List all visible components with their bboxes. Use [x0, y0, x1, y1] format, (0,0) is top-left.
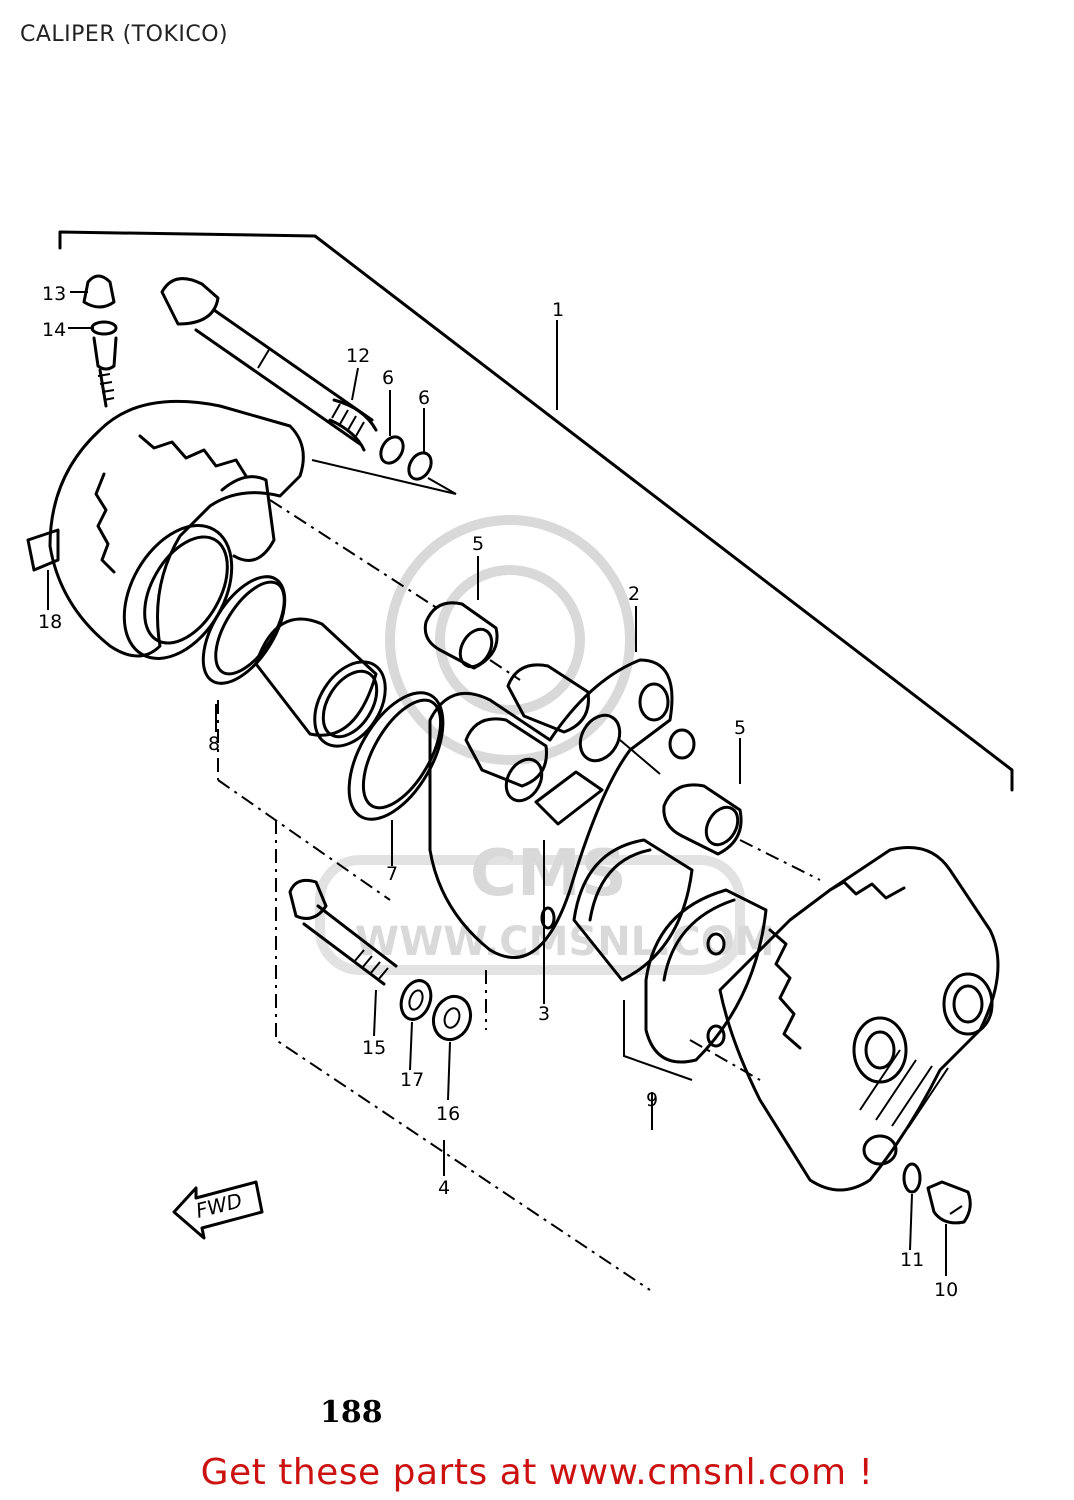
bleeder-screw — [90, 320, 118, 408]
callout-15: 15 — [362, 1037, 386, 1059]
mounting-bolt — [288, 878, 398, 986]
dust-boot — [347, 691, 445, 821]
callout-5-upper: 5 — [472, 533, 484, 555]
callout-6-left: 6 — [382, 367, 394, 389]
piston-seal — [201, 575, 287, 685]
callout-1: 1 — [552, 299, 564, 321]
callout-2: 2 — [628, 583, 640, 605]
callout-11: 11 — [900, 1249, 924, 1271]
assembly-guides — [217, 499, 821, 1291]
bleeder-cap — [82, 274, 116, 309]
page-title: CALIPER (TOKICO) — [20, 22, 229, 47]
advert-banner[interactable]: Get these parts at www.cmsnl.com ! — [200, 1452, 874, 1493]
callout-10: 10 — [934, 1279, 958, 1301]
callout-9: 9 — [646, 1089, 658, 1111]
brake-pad-outer — [644, 888, 768, 1064]
callout-18: 18 — [38, 611, 62, 633]
sleeve-upper — [423, 601, 499, 670]
sleeve-lower — [662, 783, 743, 856]
callout-17: 17 — [400, 1069, 424, 1091]
callout-4: 4 — [438, 1177, 450, 1199]
watermark-url: WWW.CMSNL.COM — [355, 919, 775, 965]
caliper-housing-outer — [26, 400, 305, 660]
forward-arrow-icon: FWD — [172, 1180, 264, 1240]
callout-labels: 1 2 3 4 5 5 6 6 7 8 9 10 11 12 13 14 15 … — [38, 283, 958, 1301]
screw-washer — [902, 1162, 922, 1194]
screw — [926, 1180, 972, 1225]
retaining-pin — [619, 728, 696, 775]
flat-washer — [431, 994, 473, 1042]
callout-leaders — [47, 291, 947, 1276]
callout-14: 14 — [42, 319, 66, 341]
callout-5-lower: 5 — [734, 717, 746, 739]
callout-16: 16 — [436, 1103, 460, 1125]
o-ring-left — [379, 435, 405, 465]
caliper-housing-inner — [718, 846, 1000, 1192]
pin-bolt — [160, 277, 378, 452]
page-number: 188 — [320, 1395, 383, 1430]
callout-3: 3 — [538, 1003, 550, 1025]
callout-7: 7 — [386, 863, 398, 885]
callout-6-right: 6 — [418, 387, 430, 409]
caliper-bracket — [428, 658, 674, 959]
watermark: CMS WWW.CMSNL.COM — [315, 515, 775, 975]
watermark-short: CMS — [470, 837, 627, 911]
callout-12: 12 — [346, 345, 370, 367]
o-ring-right — [407, 451, 433, 481]
assembly-bracket — [58, 230, 1014, 792]
callout-13: 13 — [42, 283, 66, 305]
callout-8: 8 — [208, 733, 220, 755]
lock-washer — [399, 979, 433, 1021]
